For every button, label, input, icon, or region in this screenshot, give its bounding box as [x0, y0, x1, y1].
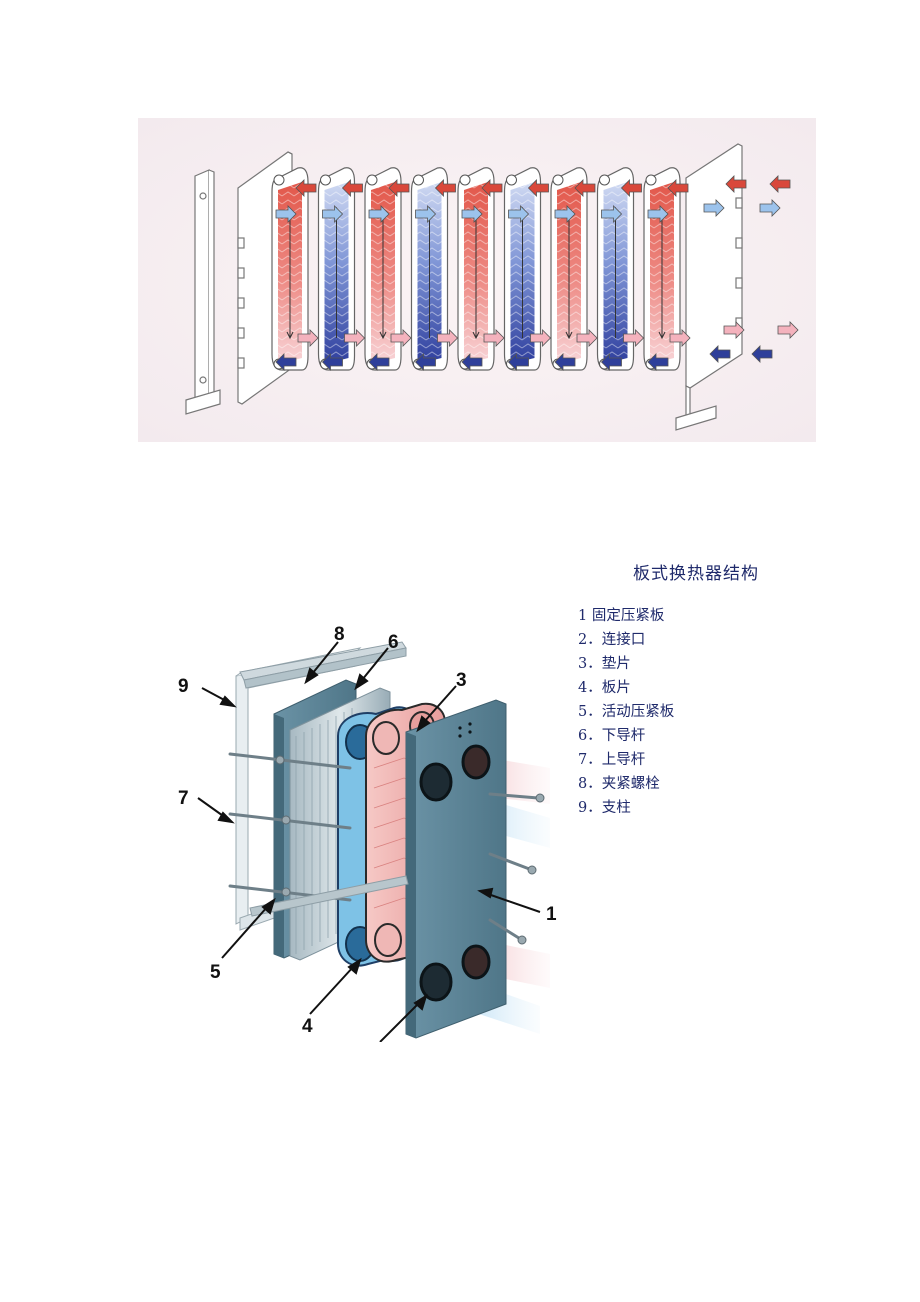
- flow-arrow: [297, 329, 319, 347]
- flow-direction-head: [379, 331, 387, 340]
- flow-arrow: [390, 329, 412, 347]
- plate-port: [599, 174, 610, 186]
- legend-item: 4．板片: [578, 680, 631, 696]
- flow-arrow: [368, 205, 390, 223]
- flow-arrow: [576, 329, 598, 347]
- plate-port: [366, 174, 378, 186]
- flow-arrow: [725, 175, 747, 193]
- flow-arrows: [275, 175, 799, 371]
- flow-arrow: [777, 321, 799, 339]
- flow-arrow: [461, 205, 483, 223]
- legend-item: 8．夹紧螺栓: [578, 776, 660, 792]
- legend-item: 3．垫片: [578, 656, 631, 672]
- flow-arrow: [321, 353, 343, 371]
- flow-arrow: [530, 329, 552, 347]
- callout-1: 1: [546, 904, 557, 925]
- flow-arrow: [508, 205, 530, 223]
- flow-arrow: [669, 329, 691, 347]
- plate-port: [645, 174, 657, 186]
- flow-arrow: [481, 179, 503, 197]
- flow-arrow: [647, 205, 669, 223]
- callout-5: 6: [388, 632, 399, 653]
- flow-arrow: [275, 205, 297, 223]
- bolt-nuts: [275, 755, 545, 945]
- fixed-pressure-plate: [405, 699, 507, 1039]
- lower-guide-bar: [249, 875, 409, 917]
- flow-arrow: [341, 179, 363, 197]
- legend-item: 7．上导杆: [578, 752, 646, 768]
- flow-arrow: [388, 179, 410, 197]
- plate-port: [413, 174, 424, 186]
- flow-direction-head: [658, 331, 666, 340]
- legend-item: 9．支柱: [578, 800, 631, 816]
- plate-port: [273, 174, 285, 186]
- plate-port: [506, 174, 517, 186]
- flow-arrow: [759, 199, 781, 217]
- flow-arrow: [507, 353, 529, 371]
- flow-arrow: [437, 329, 459, 347]
- legend-item: 6．下导杆: [578, 728, 646, 744]
- legend-item: 5．活动压紧板: [578, 704, 675, 720]
- legend-item: 1 固定压紧板: [578, 608, 665, 624]
- legend-item: 2．连接口: [578, 632, 646, 648]
- flow-arrow: [574, 179, 596, 197]
- flow-arrow: [709, 345, 731, 363]
- flow-arrow: [527, 179, 549, 197]
- flow-arrow: [623, 329, 645, 347]
- callout-7: 8: [334, 624, 345, 645]
- flow-arrow: [295, 179, 317, 197]
- callout-8: 7: [178, 788, 189, 809]
- flow-arrow: [414, 353, 436, 371]
- flow-arrow: [275, 353, 297, 371]
- flow-arrow: [461, 353, 483, 371]
- figure-title: 板式换热器结构: [633, 564, 759, 584]
- callout-9: 9: [178, 676, 189, 697]
- flow-direction-head: [286, 331, 294, 340]
- flow-arrow: [600, 353, 622, 371]
- flow-arrow: [751, 345, 773, 363]
- callout-6: 5: [210, 962, 221, 983]
- flow-direction-head: [565, 331, 573, 340]
- flow-arrow: [554, 353, 576, 371]
- flow-arrow: [667, 179, 689, 197]
- support-column: [185, 169, 221, 415]
- flow-arrow: [620, 179, 642, 197]
- callout-4: 4: [302, 1016, 313, 1037]
- flow-arrow: [415, 205, 437, 223]
- flow-arrow: [769, 175, 791, 193]
- assembly-illustration: 8 6 3 9 7 5 4 1: [178, 624, 557, 1042]
- heat-transfer-plates: [271, 167, 681, 371]
- plate-port: [459, 174, 471, 186]
- flow-arrow: [703, 199, 725, 217]
- flow-arrow: [483, 329, 505, 347]
- component-legend: 1 固定压紧板 2．连接口 3．垫片 4．板片 5．活动压紧板 6．下导杆 7．…: [578, 604, 674, 820]
- flow-arrow: [601, 205, 623, 223]
- flow-arrow: [647, 353, 669, 371]
- flow-direction-head: [472, 331, 480, 340]
- callout-arrows: [197, 641, 541, 1042]
- flow-arrow: [554, 205, 576, 223]
- flow-arrow: [434, 179, 456, 197]
- flow-arrow: [723, 321, 745, 339]
- callout-3: 3: [456, 670, 467, 691]
- flow-arrow: [322, 205, 344, 223]
- plate-port: [320, 174, 331, 186]
- plate-port: [552, 174, 564, 186]
- flow-arrow: [368, 353, 390, 371]
- plate-flow-diagram: [138, 118, 816, 442]
- flow-arrow: [344, 329, 366, 347]
- upper-guide-bar: [239, 641, 407, 689]
